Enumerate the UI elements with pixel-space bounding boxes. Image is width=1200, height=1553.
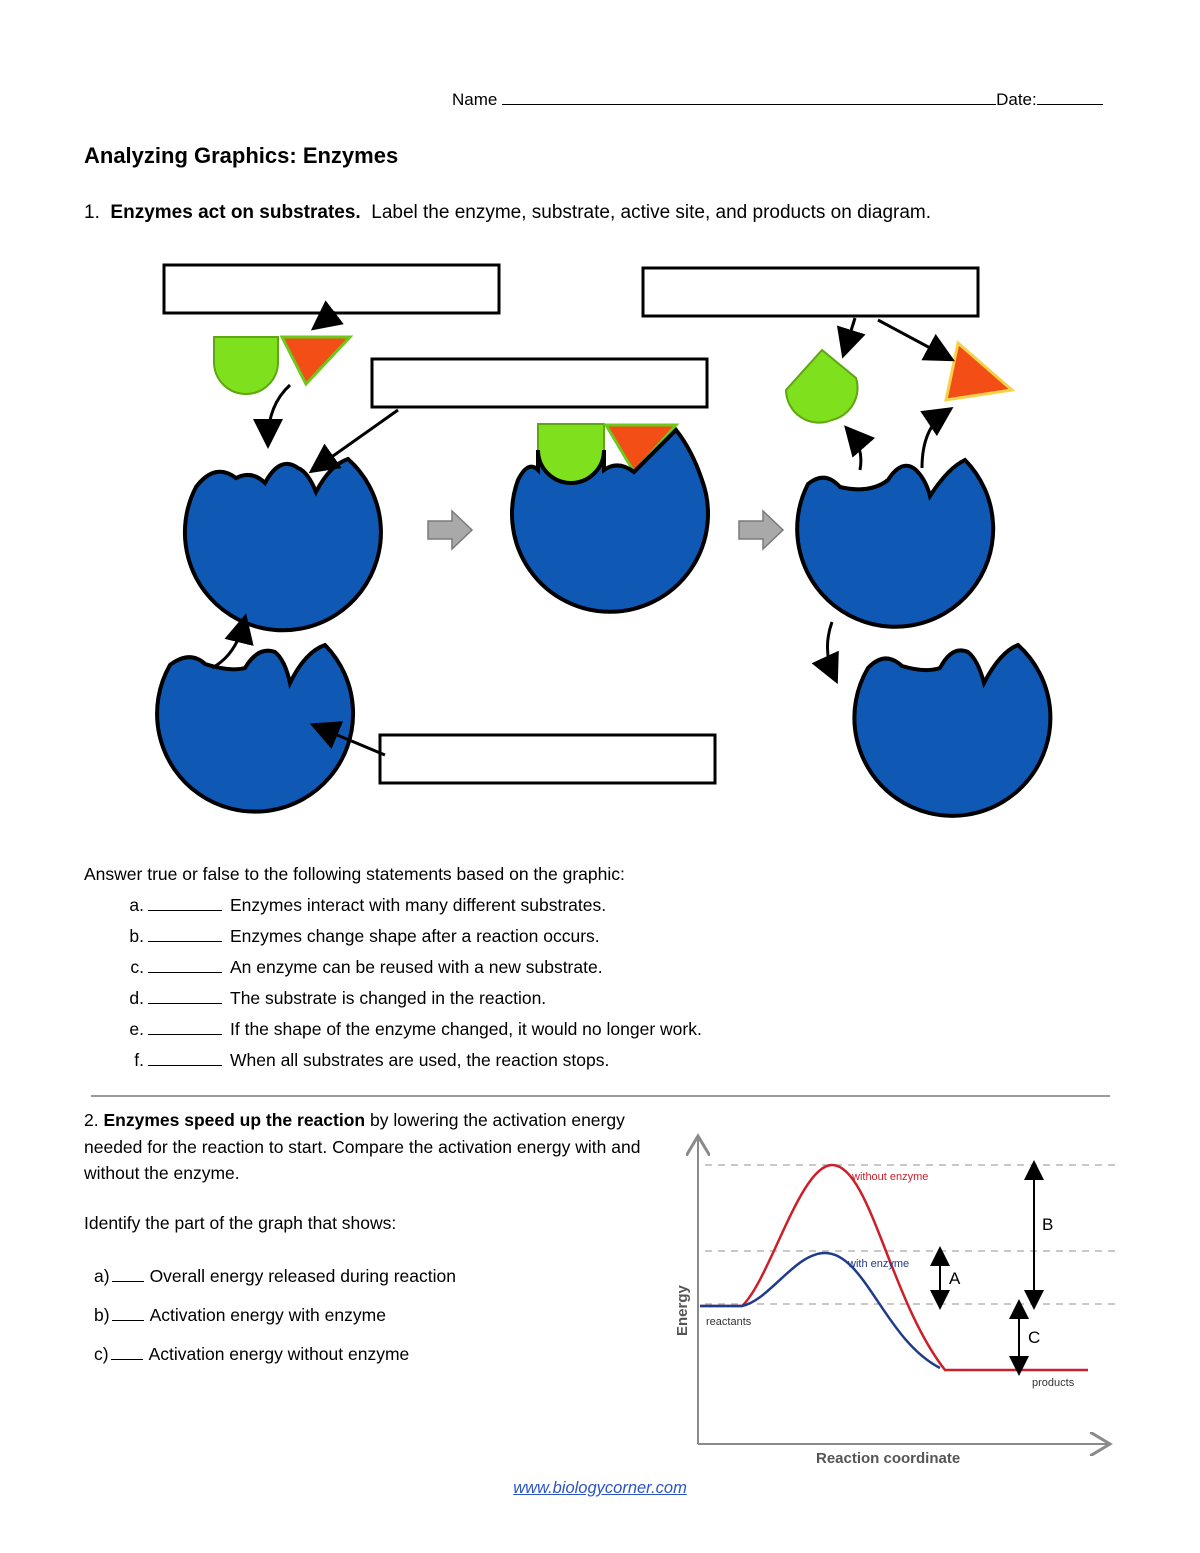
- question-2: 2. Enzymes speed up the reaction by lowe…: [84, 1107, 654, 1187]
- item-letter: d.: [129, 988, 144, 1008]
- answer-blank[interactable]: [148, 987, 222, 1004]
- item-text: If the shape of the enzyme changed, it w…: [230, 1019, 702, 1039]
- item-letter: b.: [129, 926, 144, 946]
- label-box-active-site[interactable]: [370, 357, 709, 409]
- answer-blank[interactable]: [148, 1049, 222, 1066]
- curve-with-enzyme: [700, 1251, 941, 1370]
- question-2-number: 2.: [84, 1110, 99, 1130]
- list-item: a. Enzymes interact with many different s…: [84, 894, 702, 925]
- pointer-arrow-product-green: [836, 317, 866, 359]
- curved-arrow-reuse-down: [811, 621, 839, 685]
- label-box-enzyme[interactable]: [378, 733, 717, 785]
- item-letter: a.: [129, 895, 144, 915]
- substrate-green-shape: [213, 336, 279, 395]
- item-letter: c): [94, 1344, 109, 1364]
- question-1: 1. Enzymes act on substrates. Label the …: [84, 202, 931, 224]
- answer-blank[interactable]: [111, 1265, 144, 1282]
- product-green-shape: [784, 348, 859, 424]
- list-item: d. The substrate is changed in the reacti…: [84, 987, 702, 1018]
- item-text: Activation energy without enzyme: [148, 1344, 410, 1364]
- item-letter: c.: [130, 957, 144, 977]
- pointer-arrow-product-orange: [877, 318, 955, 362]
- item-text: Enzymes interact with many different sub…: [230, 895, 607, 915]
- question-1-bold: Enzymes act on substrates.: [110, 202, 361, 223]
- list-item: c) Activation energy without enzyme: [94, 1343, 456, 1382]
- product-orange-shape: [944, 340, 1016, 402]
- enzyme-shape-3: [795, 457, 996, 629]
- label-without-enzyme: without enzyme: [851, 1171, 928, 1183]
- question-1-number: 1.: [84, 202, 100, 223]
- mark-c: C: [1028, 1328, 1040, 1347]
- page-title: Analyzing Graphics: Enzymes: [84, 143, 399, 168]
- enzyme-shape-4: [155, 642, 356, 814]
- label-reactants: reactants: [706, 1316, 752, 1328]
- process-arrow-1: [427, 509, 474, 551]
- curve-without-enzyme: [700, 1163, 1088, 1372]
- item-text: An enzyme can be reused with a new subst…: [230, 957, 603, 977]
- pointer-arrow-active-site: [308, 408, 399, 474]
- answer-blank[interactable]: [110, 1343, 143, 1360]
- list-item: f. When all substrates are used, the reac…: [84, 1049, 702, 1080]
- list-item: b) Activation energy with enzyme: [94, 1304, 456, 1343]
- answer-blank[interactable]: [111, 1304, 144, 1321]
- item-letter: b): [94, 1305, 110, 1325]
- mark-b: B: [1042, 1215, 1053, 1234]
- item-text: The substrate is changed in the reaction…: [230, 988, 547, 1008]
- answer-blank[interactable]: [148, 1018, 222, 1035]
- enzyme-shape-2: [510, 427, 710, 614]
- item-text: Overall energy released during reaction: [149, 1266, 456, 1286]
- graph-y-label: Energy: [674, 1284, 691, 1336]
- answer-blank[interactable]: [148, 925, 222, 942]
- pointer-arrow-substrate-box: [310, 300, 344, 331]
- identify-prompt: Identify the part of the graph that show…: [84, 1213, 397, 1233]
- process-arrow-2: [738, 509, 785, 551]
- graph-x-label: Reaction coordinate: [816, 1450, 960, 1467]
- list-item: b. Enzymes change shape after a reaction …: [84, 925, 702, 956]
- answer-blank[interactable]: [148, 894, 222, 911]
- section-divider: [91, 1095, 1110, 1097]
- item-text: Enzymes change shape after a reaction oc…: [230, 926, 600, 946]
- footer-link[interactable]: www.biologycorner.com: [513, 1479, 687, 1497]
- pointer-arrow-enzyme: [309, 721, 386, 757]
- curved-arrow-reuse-up: [211, 613, 254, 670]
- graph-answers-list: a) Overall energy released during reactio…: [94, 1265, 456, 1382]
- enzyme-shape-5: [852, 642, 1053, 818]
- label-products: products: [1032, 1377, 1075, 1389]
- question-1-text: Label the enzyme, substrate, active site…: [371, 202, 932, 223]
- label-with-enzyme: with enzyme: [847, 1258, 909, 1270]
- true-false-list: a. Enzymes interact with many different s…: [84, 894, 702, 1080]
- curved-arrow-release-orange: [920, 407, 954, 469]
- curved-arrow-release-green: [844, 425, 876, 471]
- substrate-orange-shape: [279, 335, 354, 387]
- curved-arrow-substrate-in: [253, 383, 292, 449]
- item-letter: e.: [129, 1019, 144, 1039]
- mark-a: A: [949, 1269, 961, 1288]
- list-item: e. If the shape of the enzyme changed, it…: [84, 1018, 702, 1049]
- item-letter: f.: [134, 1050, 144, 1070]
- list-item: c. An enzyme can be reused with a new sub…: [84, 956, 702, 987]
- item-text: Activation energy with enzyme: [149, 1305, 386, 1325]
- question-2-text: by lowering the activation energy needed…: [84, 1110, 641, 1183]
- list-item: a) Overall energy released during reactio…: [94, 1265, 456, 1304]
- item-text: When all substrates are used, the reacti…: [230, 1050, 610, 1070]
- date-label: Date:: [996, 90, 1037, 109]
- name-label: Name: [452, 90, 498, 109]
- answer-blank[interactable]: [148, 956, 222, 973]
- header: Name Date:: [452, 88, 1103, 110]
- date-field[interactable]: [1036, 88, 1103, 105]
- label-box-products[interactable]: [641, 266, 980, 318]
- enzyme-shape-1: [182, 456, 383, 633]
- item-letter: a): [94, 1266, 110, 1286]
- question-2-bold: Enzymes speed up the reaction: [103, 1110, 366, 1130]
- name-field[interactable]: [502, 88, 997, 105]
- true-false-intro: Answer true or false to the following st…: [84, 864, 625, 884]
